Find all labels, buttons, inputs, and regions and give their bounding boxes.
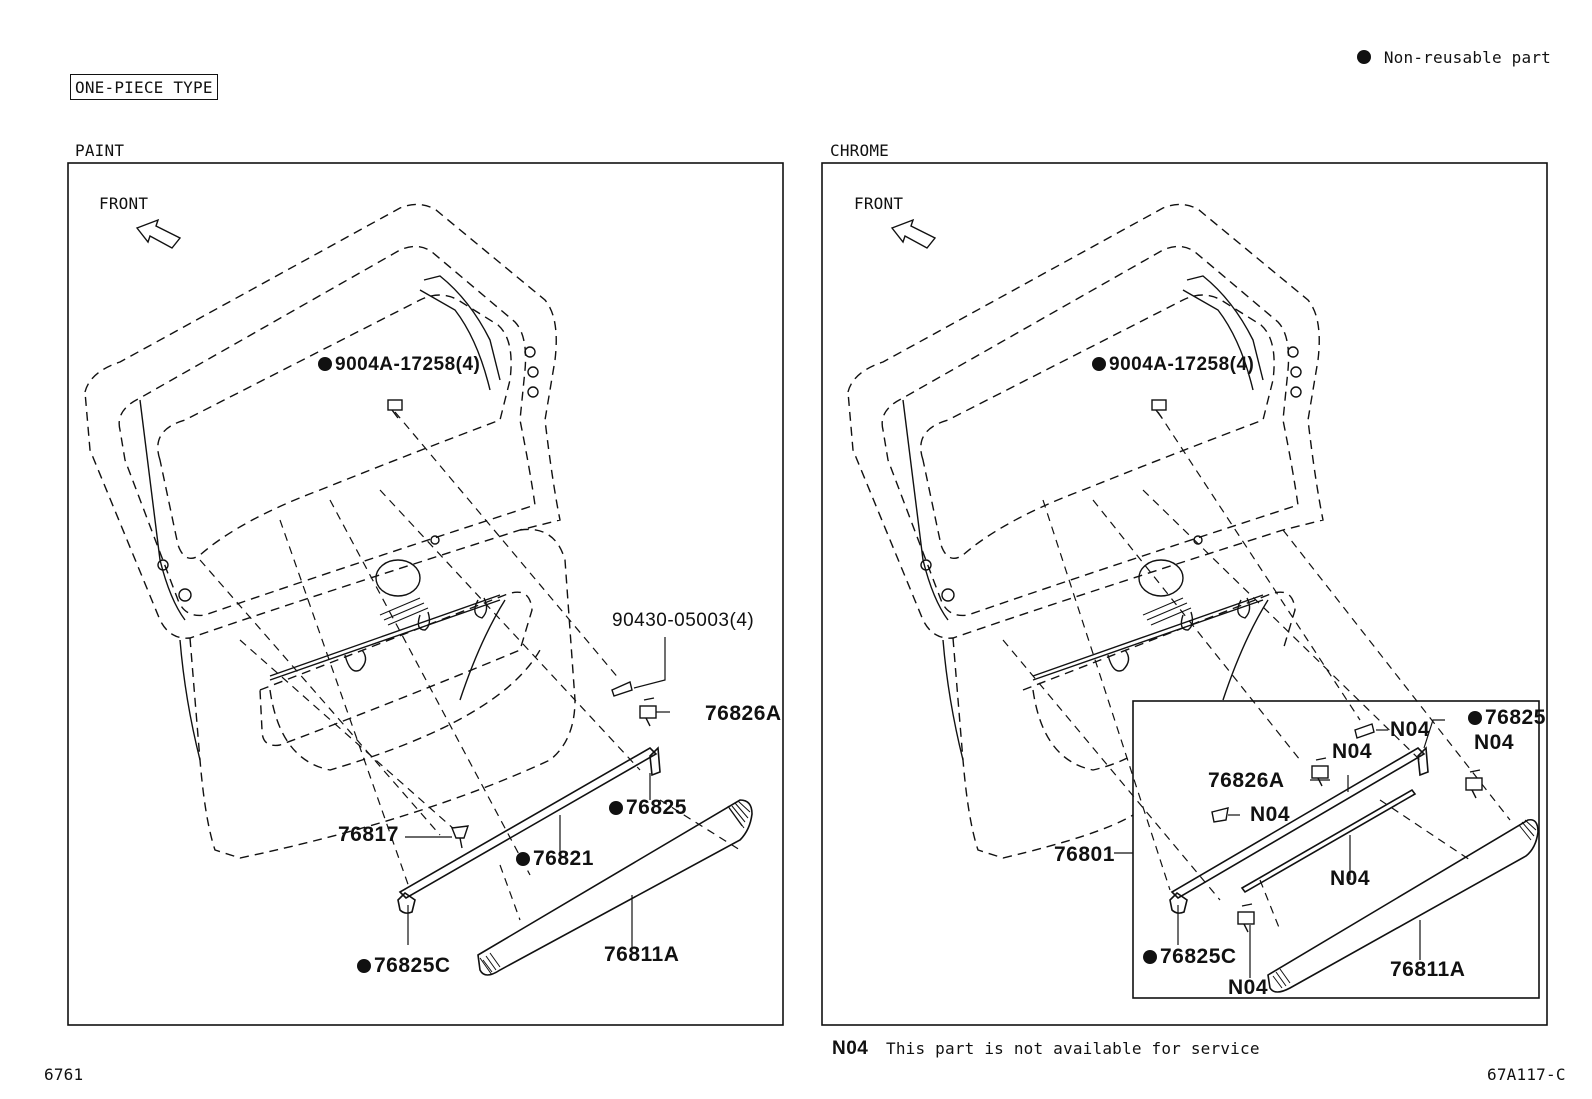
paint-back-door <box>84 203 576 859</box>
paint-door-details <box>139 275 539 761</box>
chrome-label-76801: 76801 <box>1054 843 1115 866</box>
paint-front-label: FRONT <box>99 194 149 213</box>
paint-fasteners <box>387 399 657 849</box>
chrome-label-n04-c: N04 <box>1250 803 1291 826</box>
chrome-callout-lines <box>1114 719 1445 978</box>
chrome-back-door <box>847 203 1324 859</box>
footnote-code: N04 <box>832 1038 869 1059</box>
chrome-label-76825c: 76825C <box>1143 945 1237 969</box>
paint-assembly-leaders <box>199 411 741 921</box>
bullet-icon <box>516 852 530 866</box>
bullet-icon <box>1357 50 1371 64</box>
part-label-76825c: 76825C <box>357 954 451 978</box>
chrome-label-n04-a: N04 <box>1332 740 1373 763</box>
part-label-bolt: 9004A-17258(4) <box>318 354 480 376</box>
page-number: 6761 <box>44 1065 84 1084</box>
chrome-label-n04-d: N04 <box>1330 867 1371 890</box>
chrome-moulding-parts <box>1169 746 1539 993</box>
chrome-label-n04-e: N04 <box>1228 976 1269 999</box>
paint-panel-frame <box>67 162 784 1026</box>
chrome-label-n04-b: N04 <box>1474 731 1515 754</box>
paint-callout-lines <box>405 637 670 948</box>
footnote: N04 This part is not available for servi… <box>832 1038 1260 1060</box>
chrome-door-details <box>902 275 1302 761</box>
paint-panel-title: PAINT <box>75 141 125 160</box>
part-label-76821: 76821 <box>516 847 594 871</box>
part-label-76826a: 76826A <box>705 702 782 725</box>
bullet-icon <box>1468 711 1482 725</box>
part-label-76825: 76825 <box>609 796 687 820</box>
bullet-icon <box>1143 950 1157 964</box>
chrome-panel-frame <box>821 162 1548 1026</box>
chrome-front-label: FRONT <box>854 194 904 213</box>
chrome-label-76826a: 76826A <box>1208 769 1285 792</box>
chrome-front-arrow <box>890 218 937 249</box>
chrome-fasteners <box>1151 399 1483 933</box>
chrome-kit-inset-frame <box>1132 700 1540 999</box>
chrome-label-bolt: 9004A-17258(4) <box>1092 354 1254 376</box>
type-box: ONE-PIECE TYPE <box>70 74 218 100</box>
chrome-label-n04-top: N04 <box>1390 718 1431 741</box>
chrome-label-76825: 76825 <box>1468 706 1546 730</box>
chrome-label-76811a: 76811A <box>1390 958 1466 981</box>
part-label-76811a: 76811A <box>604 943 680 966</box>
chrome-panel-title: CHROME <box>830 141 889 160</box>
paint-moulding-parts <box>397 746 753 976</box>
figure-code: 67A117-C <box>1487 1065 1566 1084</box>
chrome-assembly-leaders <box>1002 411 1511 931</box>
bullet-icon <box>357 959 371 973</box>
footnote-text: This part is not available for service <box>886 1039 1260 1058</box>
legend-text: Non-reusable part <box>1383 48 1552 67</box>
part-label-clip: 90430-05003(4) <box>612 610 755 631</box>
bullet-icon <box>609 801 623 815</box>
part-label-76817: 76817 <box>338 823 399 846</box>
bullet-icon <box>1092 357 1106 371</box>
paint-front-arrow <box>135 218 182 249</box>
bullet-icon <box>318 357 332 371</box>
non-reusable-legend: Non-reusable part <box>1357 48 1551 67</box>
